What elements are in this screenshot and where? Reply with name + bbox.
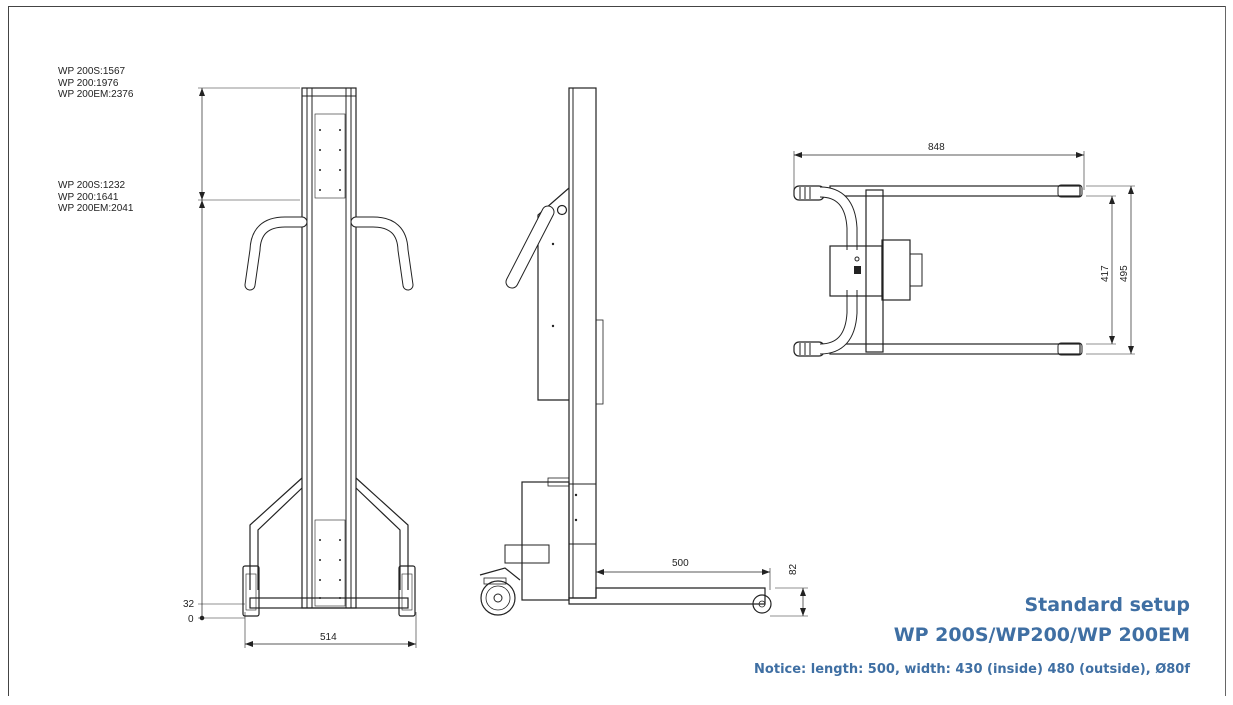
top-view (793, 151, 1135, 357)
handle-height-spec: WP 200S:1232 WP 200:1641 WP 200EM:2041 (58, 180, 133, 215)
front-left-wheel (242, 565, 260, 617)
side-rear-caster (480, 580, 516, 616)
side-front-wheel (752, 594, 772, 614)
dim-front-width: 514 (320, 632, 337, 643)
max-height-wp200s: WP 200S:1567 (58, 66, 126, 77)
side-control-box (537, 187, 570, 401)
dim-side-fork-height: 82 (788, 563, 799, 575)
side-view (479, 87, 808, 617)
caption-notice: Notice: length: 500, width: 430 (inside)… (754, 662, 1190, 677)
caption-models: WP 200S/WP200/WP 200EM (893, 624, 1190, 646)
dim-front-zero: 0 (188, 614, 194, 625)
handle-height-wp200s: WP 200S:1232 (58, 180, 126, 191)
front-right-wheel (398, 565, 416, 617)
front-view (198, 87, 417, 648)
dim-top-length: 848 (928, 142, 945, 153)
handle-height-wp200em: WP 200EM:2041 (58, 203, 134, 214)
handle-height-wp200: WP 200:1641 (58, 191, 119, 203)
max-height-spec: WP 200S:1567 WP 200:1976 WP 200EM:2376 (58, 66, 133, 101)
drawing-frame (8, 6, 1226, 696)
dim-top-inner-width: 417 (1100, 265, 1111, 282)
front-mast (301, 87, 357, 609)
side-motor-housing (521, 481, 570, 601)
dim-front-low: 32 (183, 599, 195, 610)
drawing-frame-right-edge (1225, 6, 1226, 696)
dim-top-outer-width: 495 (1119, 265, 1130, 282)
dim-side-fork-length: 500 (672, 558, 689, 569)
top-mast (865, 189, 884, 353)
caption-title: Standard setup (1024, 594, 1190, 616)
max-height-wp200em: WP 200EM:2376 (58, 89, 134, 100)
front-base (249, 597, 409, 609)
side-fork (568, 587, 766, 605)
max-height-wp200: WP 200:1976 (58, 77, 119, 89)
top-upper-fork (829, 185, 1081, 197)
